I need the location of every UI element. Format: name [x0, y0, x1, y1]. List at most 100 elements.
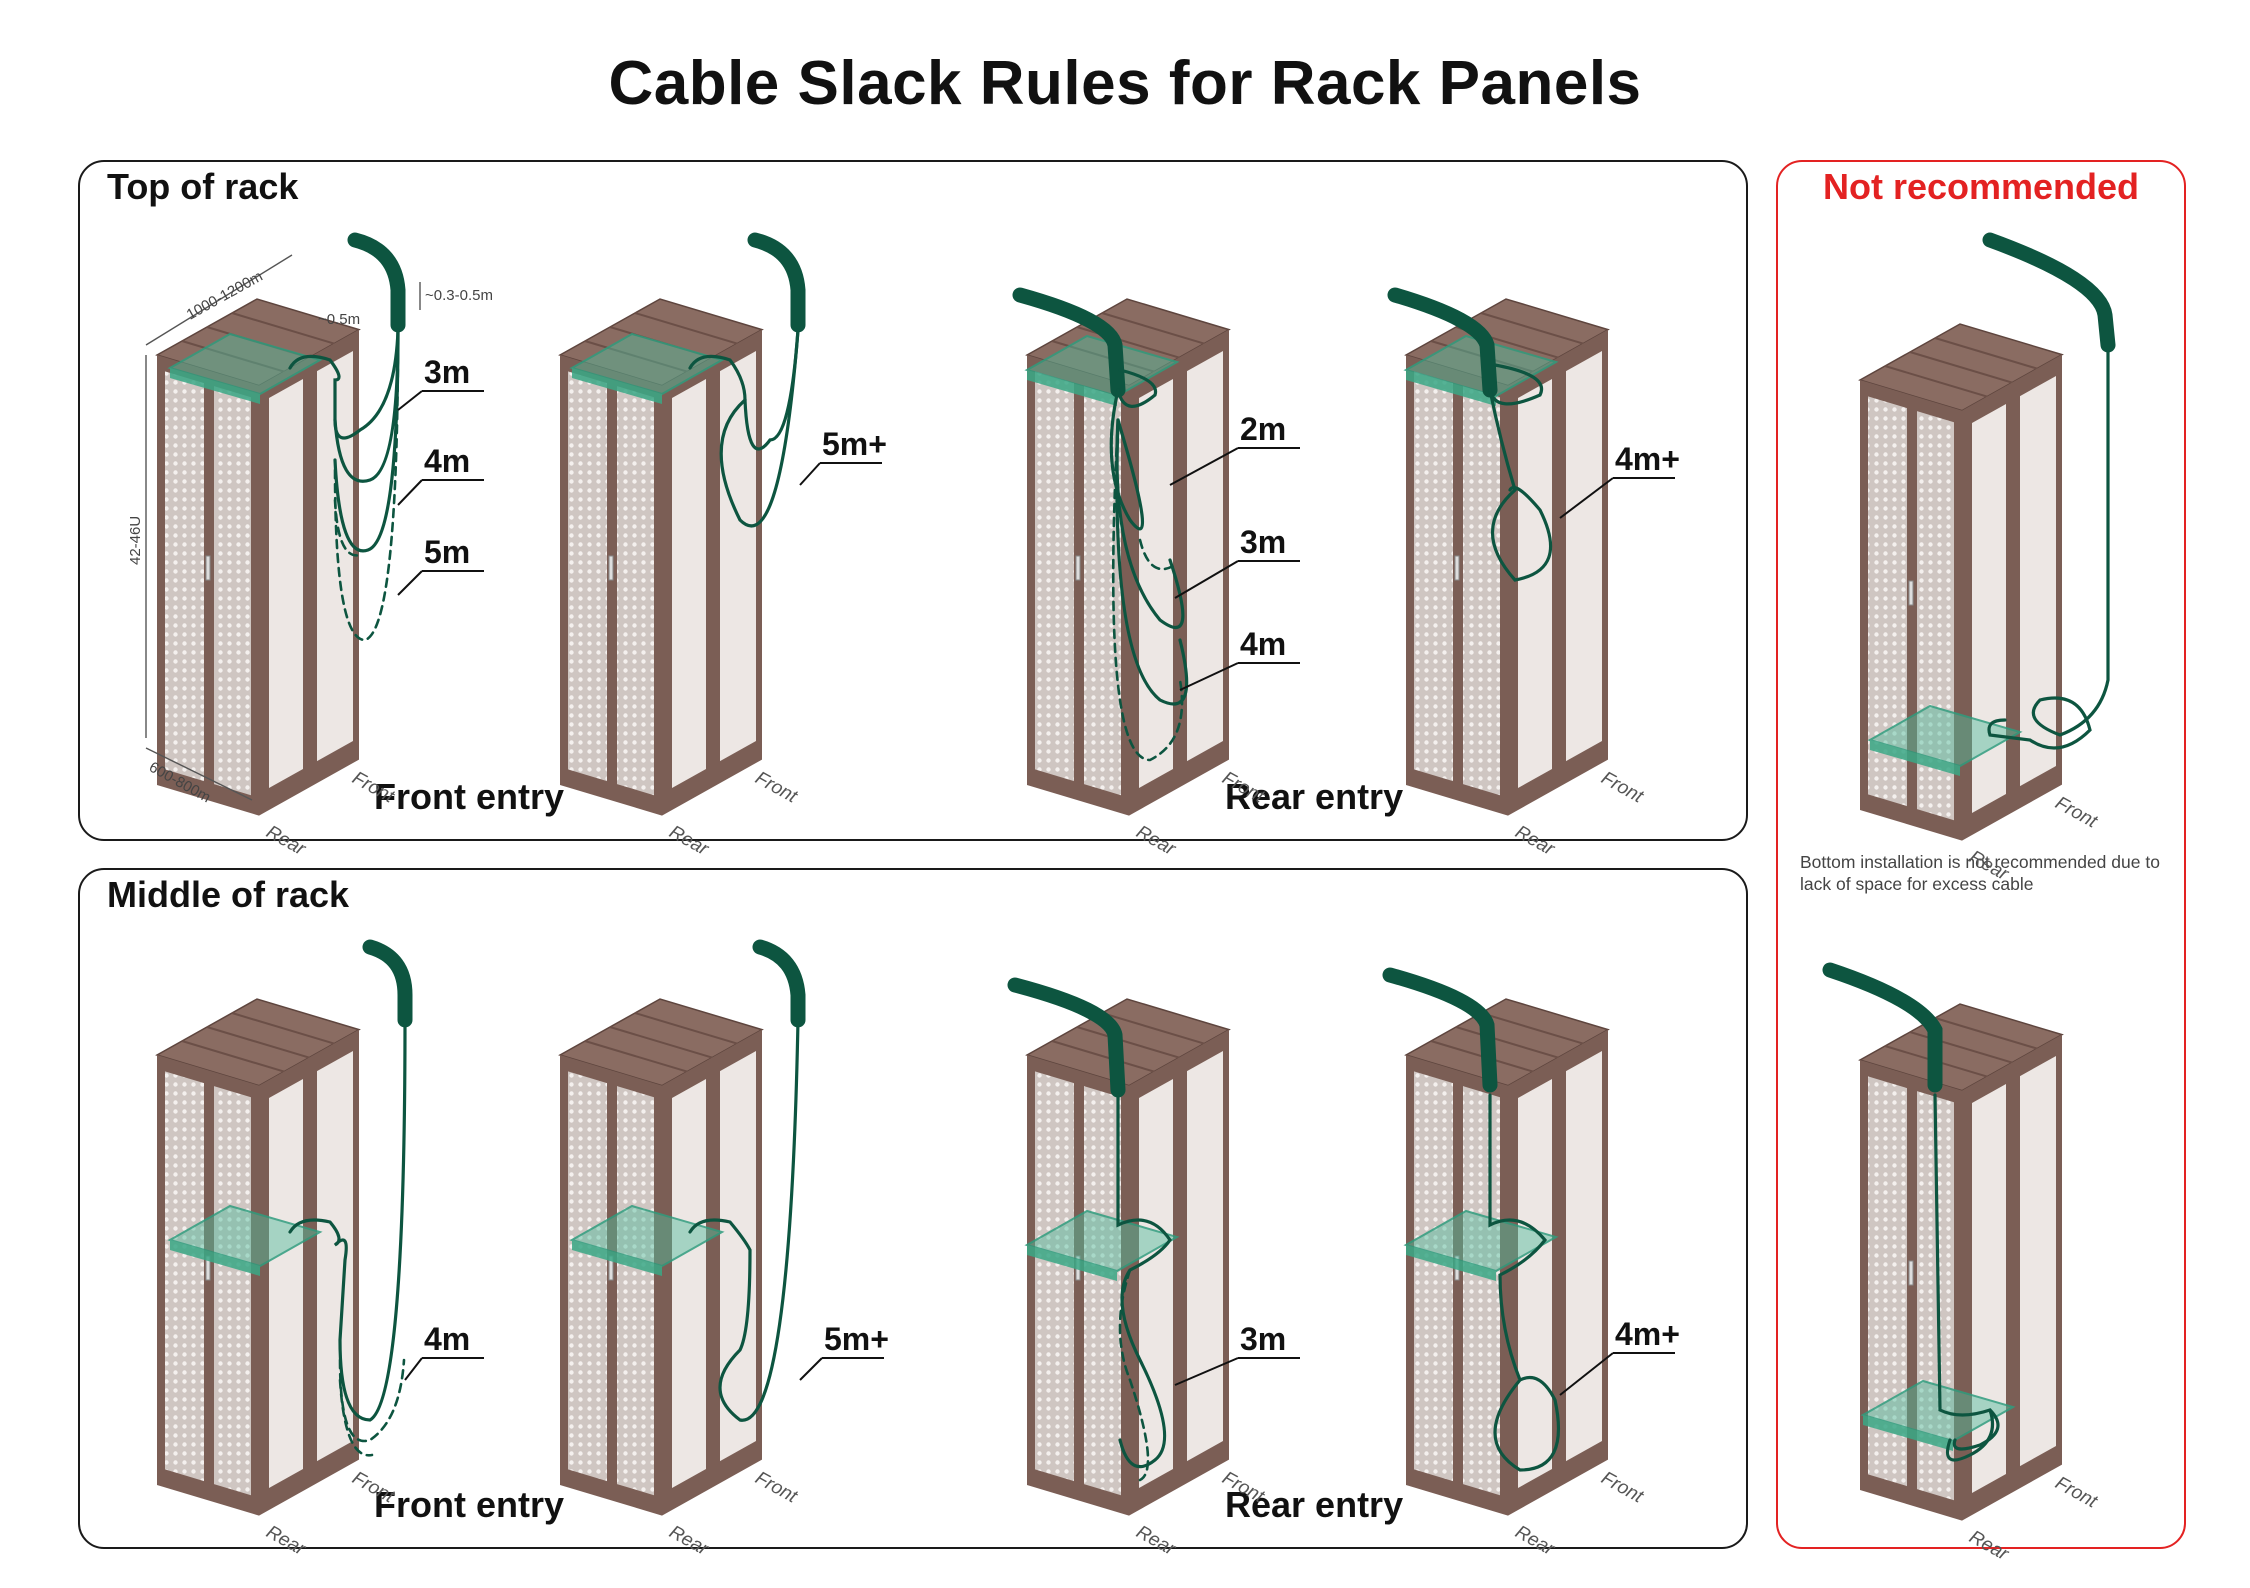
door-handle: [205, 555, 211, 581]
panel-not-recommended: [1776, 160, 2186, 1549]
cable-trunk: [1982, 232, 2116, 353]
mesh-door: [617, 386, 654, 796]
leader-line: [1169, 447, 1239, 486]
side-panel: [1972, 404, 2006, 813]
label-front: Front: [752, 768, 802, 808]
label-rear: Rear: [1512, 1522, 1559, 1561]
rack-cabinet: [558, 998, 764, 1516]
label-rear: Rear: [1133, 1522, 1180, 1561]
cable-slack: [719, 328, 800, 528]
side-panel: [1566, 1051, 1602, 1462]
slack-length-label: 4m: [1240, 626, 1286, 662]
mesh-door: [568, 1071, 607, 1482]
cable-trunk: [1387, 287, 1498, 398]
label-front-entry-middle: Front entry: [374, 1484, 565, 1525]
slack-length-label: 5m: [424, 534, 470, 570]
panel-title-top: Top of rack: [107, 166, 299, 207]
cable-trunk: [1382, 967, 1498, 1093]
cable-slack: [688, 1018, 800, 1422]
cable-slack: [1115, 418, 1189, 706]
panel-tray: [1024, 1209, 1180, 1281]
leader-line: [799, 462, 821, 486]
not-recommended-note: Bottom installation is not recommended d…: [1800, 852, 2160, 894]
cable-slack: [1945, 1408, 1995, 1462]
cable-slack: [333, 328, 400, 642]
side-panel: [1518, 379, 1552, 788]
slack-length-label: 2m: [1240, 411, 1286, 447]
mesh-door: [1414, 1071, 1453, 1482]
slack-length-label: 4m+: [1615, 441, 1680, 477]
rack-cabinet: [1858, 323, 2064, 841]
label-rear: Rear: [666, 822, 713, 861]
dimension-offset: ~0.5m: [318, 311, 360, 328]
cable-slack: [1488, 363, 1544, 406]
label-front: Front: [349, 1468, 399, 1508]
side-panel: [269, 1079, 303, 1488]
mesh-door: [568, 371, 607, 782]
mesh-door: [1035, 1071, 1074, 1482]
dimension-line: [145, 747, 253, 801]
leader-line: [397, 570, 423, 596]
mesh-door: [1868, 396, 1907, 807]
cable-slack: [338, 1378, 374, 1457]
panel-tray: [1867, 704, 2023, 776]
label-front: Front: [2052, 1473, 2102, 1513]
cable-slack: [1933, 1093, 2000, 1451]
rack-cabinet: [558, 298, 764, 816]
slack-length-label: 5m+: [822, 426, 887, 462]
cable-trunk: [752, 939, 806, 1028]
label-front: Front: [1598, 1468, 1648, 1508]
panel-tray: [167, 332, 323, 404]
side-panel: [1518, 1079, 1552, 1488]
mesh-door: [1084, 1086, 1121, 1496]
leader-line: [1559, 1352, 1614, 1396]
leader-line: [397, 479, 423, 506]
cable-slack: [1987, 348, 2110, 750]
cable-slack: [1116, 368, 1158, 408]
side-panel: [269, 379, 303, 788]
side-panel: [1566, 351, 1602, 762]
rack-cabinet: [1858, 1003, 2064, 1521]
door-handle: [608, 555, 614, 581]
page-title: Cable Slack Rules for Rack Panels: [608, 49, 1642, 118]
side-panel: [2020, 1056, 2056, 1467]
door-handle: [1908, 580, 1914, 606]
side-panel: [1139, 1079, 1173, 1488]
side-panel: [1187, 351, 1223, 762]
cable-slack: [1111, 418, 1184, 762]
side-panel: [672, 1079, 706, 1488]
dimension-rise: ~0.3-0.5m: [425, 287, 493, 304]
label-front-entry-top: Front entry: [374, 776, 565, 817]
side-panel: [1139, 379, 1173, 788]
slack-length-label: 3m: [424, 354, 470, 390]
cable-slack: [1488, 388, 1553, 582]
label-rear: Rear: [263, 822, 310, 861]
cable-slack: [333, 498, 362, 557]
side-panel: [2020, 376, 2056, 787]
slack-length-label: 4m+: [1615, 1316, 1680, 1352]
side-panel: [317, 351, 353, 762]
label-front: Front: [1219, 768, 1269, 808]
cable-trunk: [1822, 962, 1943, 1093]
door-handle: [1908, 1260, 1914, 1286]
leader-line: [404, 1357, 423, 1381]
panel-middle-of-rack: [78, 868, 1748, 1549]
label-rear: Rear: [1966, 1527, 2013, 1566]
mesh-door: [1917, 411, 1954, 821]
leader-line: [1174, 560, 1239, 599]
leader-line: [397, 390, 423, 411]
label-front: Front: [752, 1468, 802, 1508]
mesh-door: [1917, 1091, 1954, 1501]
mesh-door: [214, 1086, 251, 1496]
rack-cabinet: [1404, 998, 1610, 1516]
label-rear-entry-top: Rear entry: [1225, 776, 1404, 817]
cable-slack: [1109, 388, 1145, 531]
side-panel: [1187, 1051, 1223, 1462]
dimension-height: 42-46U: [127, 516, 144, 565]
label-rear-entry-middle: Rear entry: [1225, 1484, 1404, 1525]
mesh-door: [165, 371, 204, 782]
door-handle: [1454, 555, 1460, 581]
side-panel: [317, 1051, 353, 1462]
cable-trunk: [1007, 977, 1126, 1098]
slack-length-label: 4m: [424, 443, 470, 479]
